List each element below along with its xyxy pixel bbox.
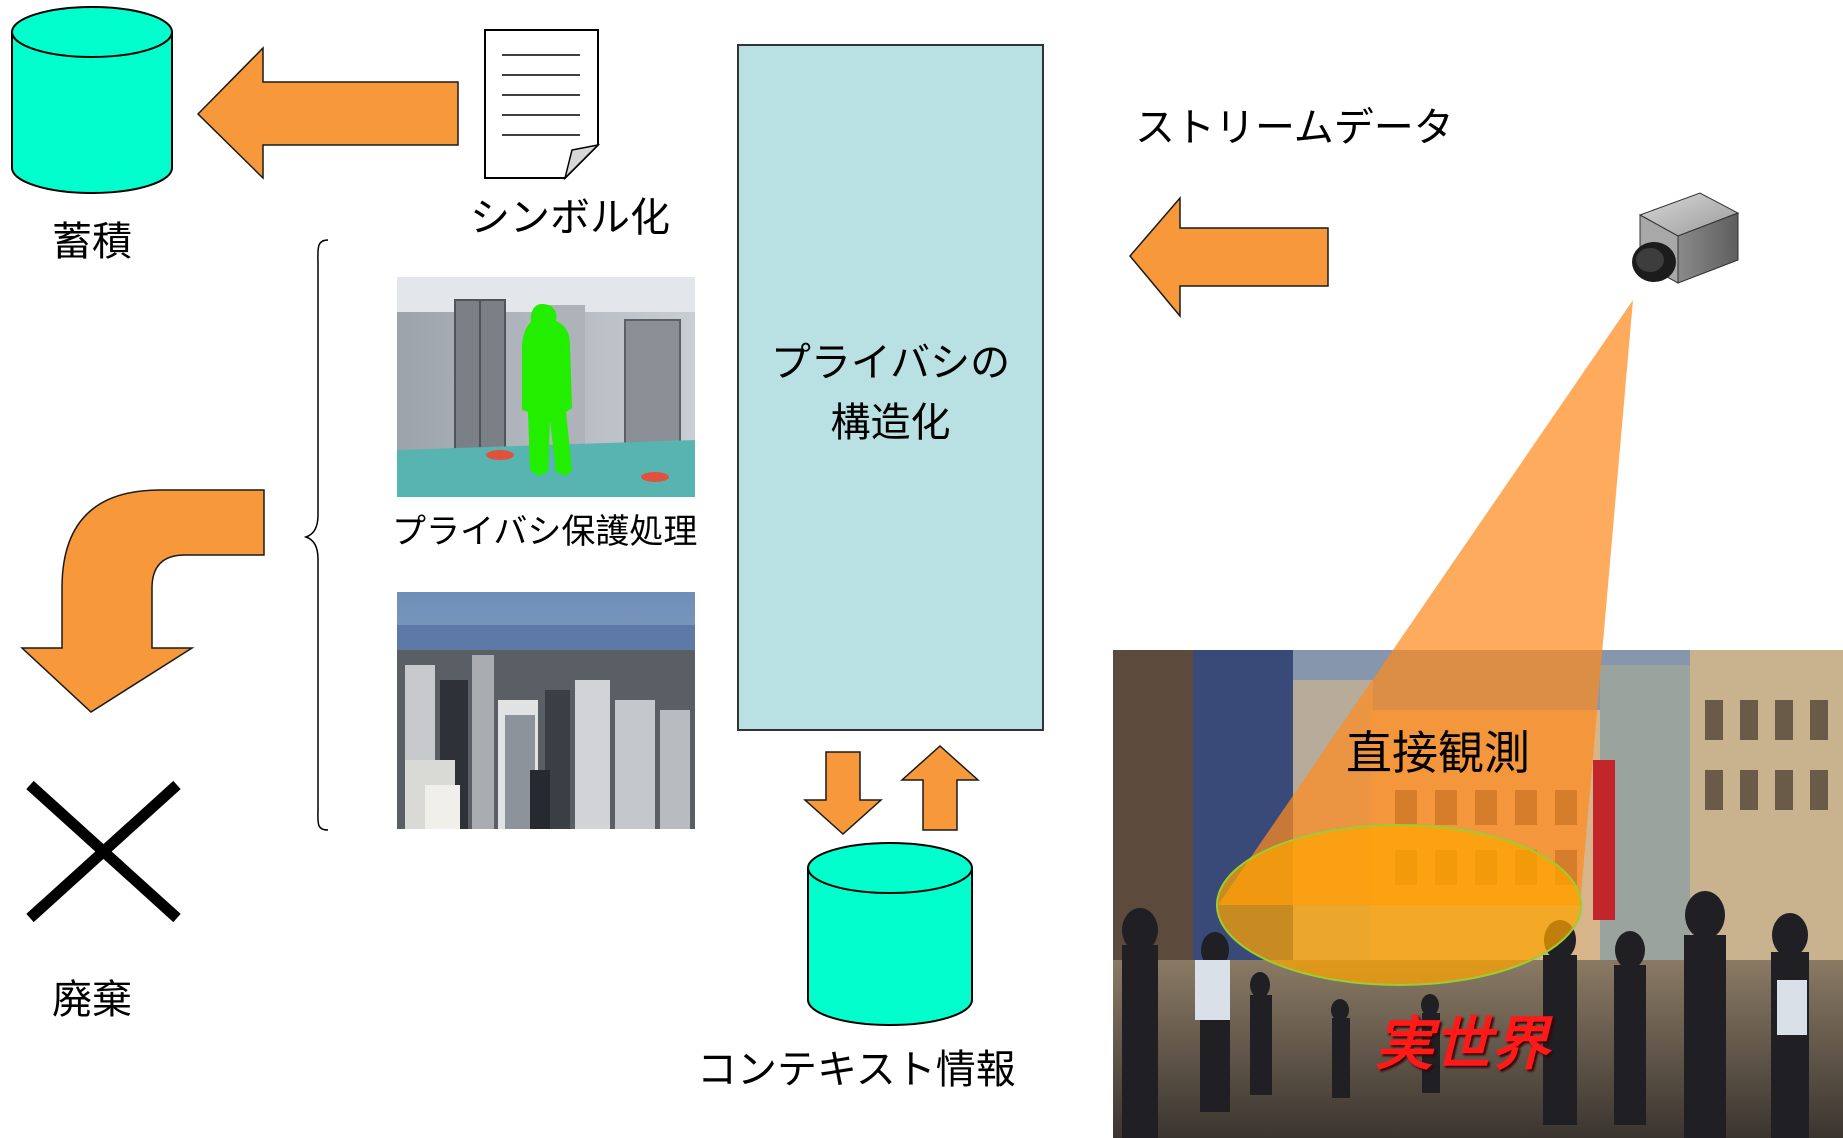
observation-area bbox=[1216, 824, 1582, 986]
city-aerial-photo bbox=[397, 592, 695, 829]
privacy-protection-label: プライバシ保護処理 bbox=[392, 512, 698, 552]
document-icon bbox=[484, 29, 601, 181]
observation-beam bbox=[1218, 300, 1633, 905]
structuring-box-text-container: プライバシの 構造化 bbox=[738, 45, 1043, 730]
arrow-to-storage bbox=[196, 46, 459, 180]
arrow-up-from-context bbox=[900, 744, 980, 831]
brace bbox=[303, 239, 329, 831]
arrow-stream-data bbox=[1129, 195, 1329, 319]
stream-data-label: ストリームデータ bbox=[1135, 105, 1454, 151]
camera-icon bbox=[1632, 192, 1740, 284]
privacy-protected-photo bbox=[397, 277, 695, 497]
discard-x-mark-icon bbox=[26, 780, 181, 923]
real-world-label: 実世界 bbox=[1375, 1010, 1550, 1078]
structuring-label-line1: プライバシの bbox=[770, 340, 1011, 386]
context-info-label: コンテキスト情報 bbox=[697, 1047, 1016, 1093]
curved-arrow-to-discard bbox=[20, 489, 265, 713]
symbolize-label: シンボル化 bbox=[470, 195, 670, 241]
structuring-label-line2: 構造化 bbox=[830, 400, 951, 446]
storage-label: 蓄積 bbox=[52, 219, 132, 265]
structuring-box-text: プライバシの 構造化 bbox=[738, 333, 1043, 453]
storage-cylinder-icon bbox=[11, 6, 173, 194]
discard-label: 廃棄 bbox=[52, 977, 132, 1023]
privacy-structuring-box bbox=[737, 44, 1044, 731]
direct-observation-label: 直接観測 bbox=[1346, 726, 1530, 780]
context-cylinder-icon bbox=[807, 842, 973, 1026]
arrow-down-to-context bbox=[803, 751, 883, 836]
